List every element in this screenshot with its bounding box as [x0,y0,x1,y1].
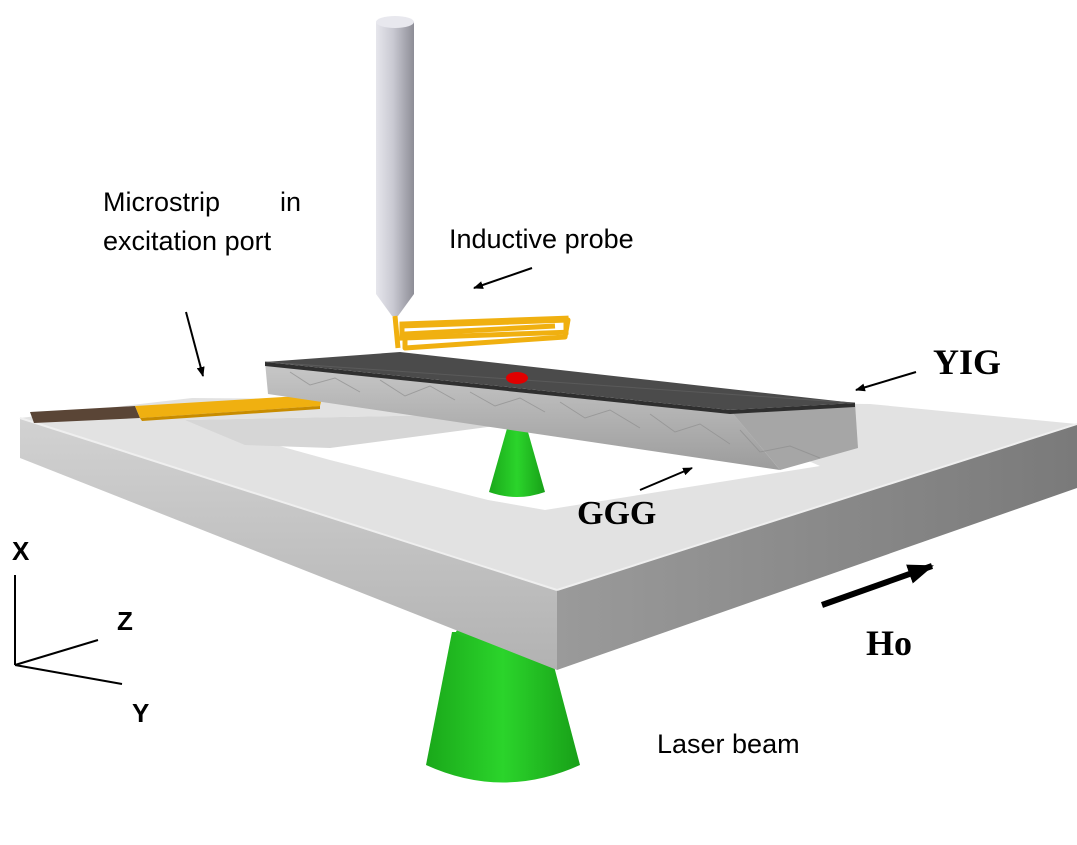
microstrip-line [30,396,322,423]
microstrip-label-3: excitation port [103,226,272,256]
yig-ggg-sample [264,352,858,470]
yig-arrow [855,371,917,392]
laser-hotspot [506,372,528,384]
z-axis-line [14,639,99,666]
substrate-frame [19,398,1077,670]
substrate-right-face [557,424,1077,670]
microstrip-arrow [185,311,205,377]
probe-shaft [376,22,414,294]
microstrip-label-1: Microstrip [103,187,220,217]
laser-beam-upper [489,425,545,497]
laser-beam-label: Laser beam [657,729,800,759]
microstrip-connector [30,406,140,423]
y-axis-line [14,664,123,685]
yig-top-face [265,352,855,410]
z-axis-label: Z [117,606,133,636]
probe-arrow [473,267,533,289]
substrate-front-face [20,418,557,670]
ggg-arrow [639,467,693,491]
coordinate-axes: X Z Y [12,536,149,728]
probe-tip [376,294,414,316]
inductive-probe-label: Inductive probe [449,224,634,254]
yig-label: YIG [933,342,1001,382]
x-axis-label: X [12,536,30,566]
field-label: Ho [866,623,912,663]
ggg-label: GGG [577,495,656,532]
microstrip-strip [135,396,322,418]
field-arrow [820,563,934,608]
microstrip-label-2: in [280,187,301,217]
sample-end-face [730,403,858,470]
inductive-probe [376,16,571,351]
y-axis-label: Y [132,698,149,728]
